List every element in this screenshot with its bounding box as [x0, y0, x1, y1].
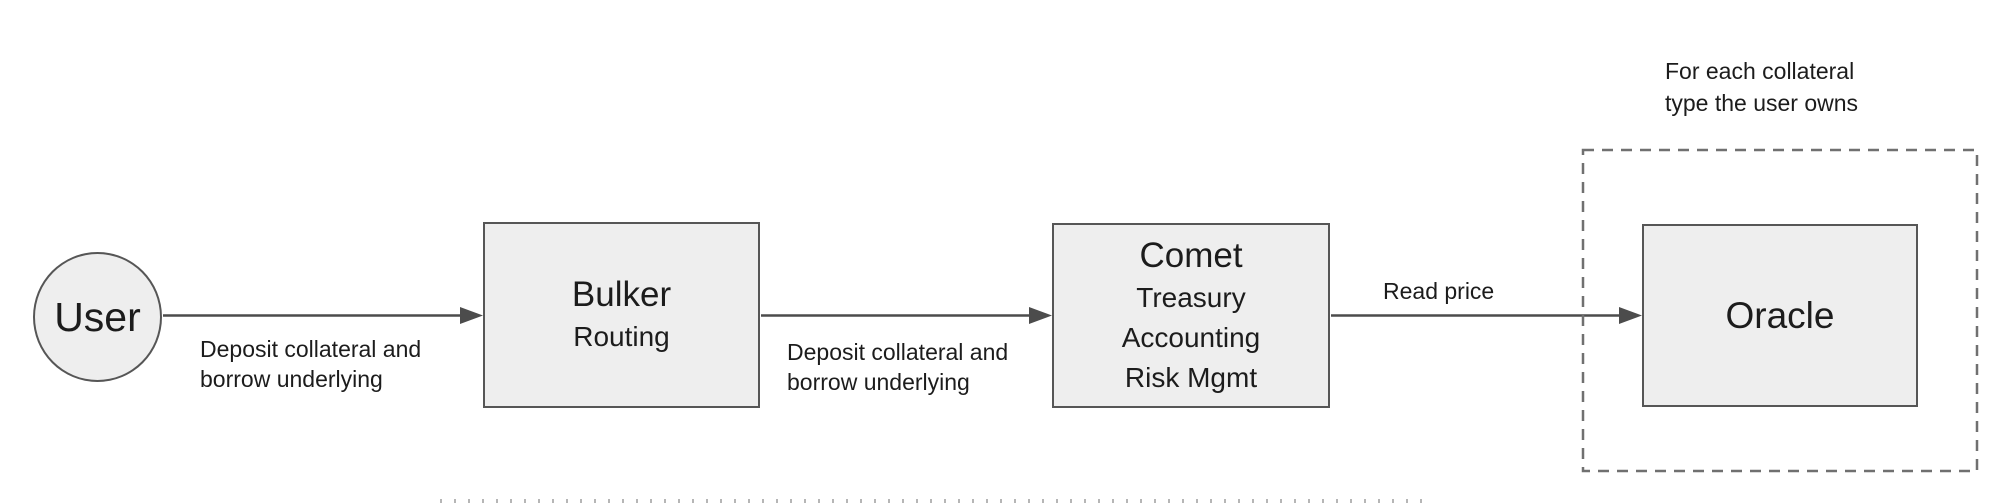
node-comet: Comet Treasury Accounting Risk Mgmt	[1052, 223, 1330, 408]
arrow-user-to-bulker	[163, 307, 483, 324]
node-oracle-title: Oracle	[1725, 294, 1835, 336]
cropped-caption-remnant	[440, 499, 1430, 503]
node-bulker-subtitle: Routing	[573, 321, 670, 352]
node-user: User	[33, 252, 162, 382]
node-comet-title: Comet	[1139, 235, 1243, 275]
node-bulker-title: Bulker	[571, 275, 672, 314]
node-user-label: User	[54, 294, 141, 340]
arrowhead-icon	[1029, 307, 1052, 324]
collateral-group-dashed-border	[1581, 148, 1979, 473]
node-bulker: Bulker Routing	[483, 222, 760, 408]
arrow-label-read-price: Read price	[1383, 278, 1495, 304]
node-comet-subtitle: Treasury Accounting Risk Mgmt	[1121, 281, 1261, 393]
arrow-label-deposit-borrow-1: Deposit collateral and borrow underlying	[200, 336, 422, 392]
arrowhead-icon	[460, 307, 483, 324]
node-oracle: Oracle	[1642, 224, 1918, 407]
arrow-comet-to-oracle	[1331, 307, 1642, 324]
arrowhead-icon	[1619, 307, 1642, 324]
collateral-group-annotation: For each collateral type the user owns	[1665, 58, 1859, 116]
arrow-label-deposit-borrow-2: Deposit collateral and borrow underlying	[787, 339, 1009, 395]
arrow-bulker-to-comet	[761, 307, 1052, 324]
